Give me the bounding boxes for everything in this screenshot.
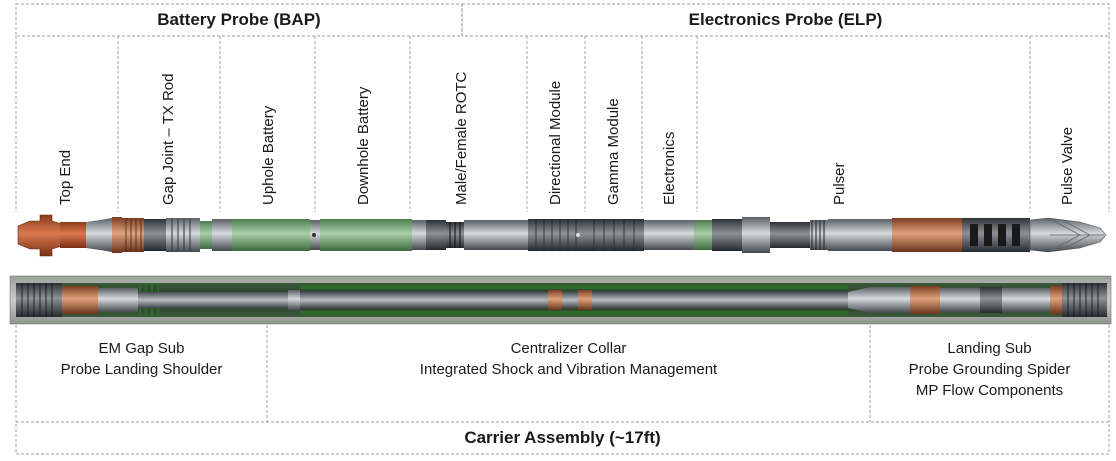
landing-sub-label: Landing Sub Probe Grounding Spider MP Fl… xyxy=(870,338,1109,401)
component-label-pulse-valve: Pulse Valve xyxy=(1059,126,1076,205)
gap-sub-label: EM Gap Sub Probe Landing Shoulder xyxy=(16,338,267,380)
component-label-directional-module: Directional Module xyxy=(547,80,564,205)
carrier-assembly-label: Carrier Assembly (~17ft) xyxy=(464,428,661,447)
landing-sub-line-1: Landing Sub xyxy=(947,340,1032,357)
landing-sub-line-2: Probe Grounding Spider xyxy=(908,361,1071,378)
gap-sub-line-1: EM Gap Sub xyxy=(98,340,185,357)
centralizer-label: Centralizer Collar Integrated Shock and … xyxy=(267,338,870,380)
component-label-gap-joint: Gap Joint – TX Rod xyxy=(160,73,177,205)
component-label-uphole-battery: Uphole Battery xyxy=(260,105,277,205)
component-label-rotc: Male/Female ROTC xyxy=(453,71,470,205)
section-frame xyxy=(15,3,1110,455)
battery-probe-header: Battery Probe (BAP) xyxy=(157,10,321,29)
component-label-downhole-battery: Downhole Battery xyxy=(355,86,372,205)
centralizer-line-1: Centralizer Collar xyxy=(510,340,627,357)
carrier-collar xyxy=(9,275,1112,325)
component-label-gamma-module: Gamma Module xyxy=(605,98,622,205)
gap-sub-line-2: Probe Landing Shoulder xyxy=(60,361,223,378)
electronics-probe-header: Electronics Probe (ELP) xyxy=(688,10,883,29)
component-label-electronics: Electronics xyxy=(661,131,678,205)
component-label-pulser: Pulser xyxy=(831,162,848,205)
component-label-top-end: Top End xyxy=(57,149,74,205)
centralizer-line-2: Integrated Shock and Vibration Managemen… xyxy=(419,361,718,378)
probe-string xyxy=(17,214,1107,257)
landing-sub-line-3: MP Flow Components xyxy=(915,382,1064,399)
